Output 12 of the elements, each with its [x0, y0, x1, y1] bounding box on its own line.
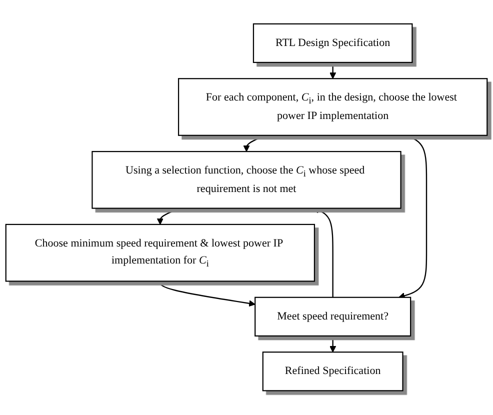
arrow [313, 208, 334, 298]
node-box: RTL Design Specification [252, 24, 413, 64]
arrow [330, 336, 336, 353]
arrow [330, 62, 336, 80]
node-box: Refined Specification [262, 352, 404, 392]
node-box: Meet speed requirement? [254, 297, 412, 337]
arrow [243, 135, 266, 152]
arrow [398, 135, 428, 300]
node-box: For each component, C$_{i}$, in the design, choose the lowest power IP implementation [178, 78, 488, 136]
node-box: Choose minimum speed requirement & lowest power IP implementation for C$_{i}$ [5, 224, 315, 282]
arrow [160, 281, 256, 307]
node-box: Using a selection function, choose the C$_{i}$ whose speed requirement is not met [92, 151, 402, 210]
